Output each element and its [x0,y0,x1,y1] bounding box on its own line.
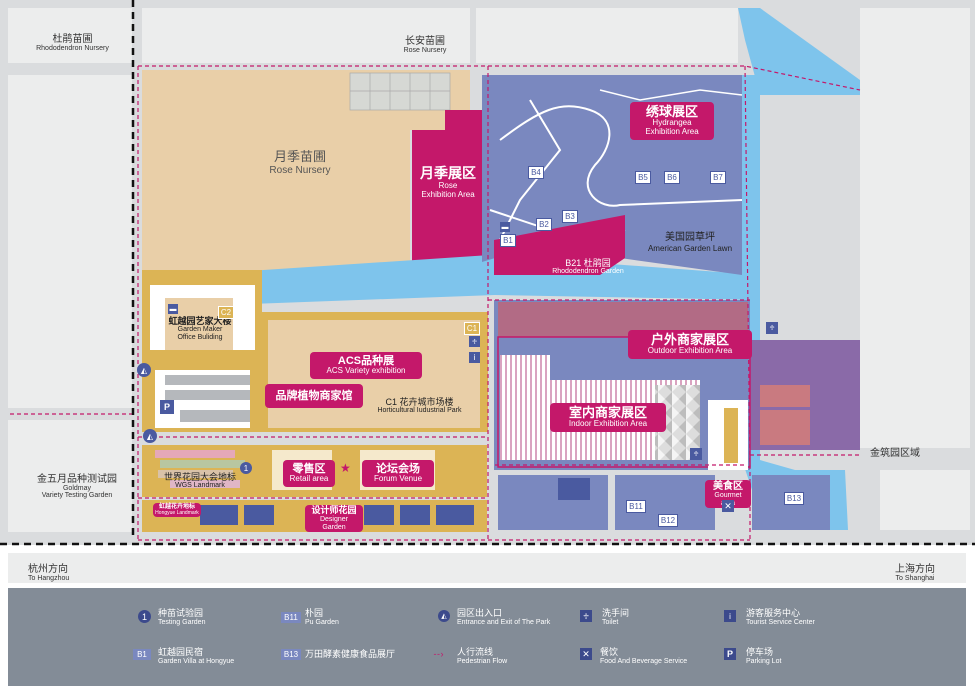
entrance-icon-2[interactable]: ◭ [143,429,157,443]
legend-info-icon: i [724,610,736,622]
northeast-canal [738,8,860,95]
plant-merchant-label: 品牌植物商家馆 [265,384,363,409]
greenhouse [349,72,451,111]
block-top-right [476,8,738,63]
legend-parking-icon: P [724,648,736,660]
legend-wantian: 万田酵素健康食品展厅 [305,649,396,659]
building-b6: B6 [664,171,680,184]
block-rhododendron-nursery [8,8,132,63]
building-b2: B2 [536,218,552,231]
block-left-west [8,75,132,408]
villa-icon-2: ▬ [500,222,510,232]
pedestrian-flow-lines [10,65,861,541]
toilet-icon-2[interactable]: ♱ [690,448,702,460]
building-b3: B3 [562,210,578,223]
legend-flow-icon: - - › [433,649,444,659]
entrance-icon[interactable]: ◭ [137,363,151,377]
south-bottom-left [498,475,608,530]
block-east [860,8,970,448]
legend-entrance-icon: ◭ [438,610,450,622]
block-east-lower [880,470,970,530]
parking-icon[interactable]: P [160,400,174,414]
forum-star-icon: ★ [340,461,351,475]
legend-villa-icon: B1 [133,649,151,660]
legend-food-icon: ✕ [580,648,592,660]
building-b1: B1 [500,234,516,247]
building-c2: C2 [218,306,234,319]
building-b13: B13 [784,492,804,505]
toilet-icon[interactable]: ♱ [469,336,480,347]
testing-garden-icon[interactable]: 1 [240,462,252,474]
legend-b13-icon: B13 [281,649,301,660]
block-goldmay [8,420,132,532]
wgs-landmark-strips [155,450,245,488]
villa-icon: ▬ [168,304,178,314]
building-b4: B4 [528,166,544,179]
rose-exhibition-area [412,110,482,262]
building-b11: B11 [626,500,646,513]
legend-toilet-icon: ♱ [580,610,592,622]
rhododendron-garden [494,215,625,275]
road-label-jinzhu: 金筑园区域 [870,448,920,459]
block-rose-nursery-top [142,8,470,63]
indoor-striped [500,355,550,460]
highway [8,553,966,583]
building-c1: C1 [464,322,480,335]
building-b5: B5 [635,171,651,184]
building-b12: B12 [658,514,678,527]
designer-plots [200,505,474,525]
legend-panel [8,588,966,686]
rose-nursery-area [142,70,485,278]
building-b7: B7 [710,171,726,184]
legend-pu-garden-icon: B11 [281,612,301,623]
toilet-icon-3[interactable]: ♱ [766,322,778,334]
legend-testing-garden-icon: 1 [138,610,151,623]
info-icon[interactable]: i [469,352,480,363]
food-icon[interactable]: ✕ [722,500,734,512]
